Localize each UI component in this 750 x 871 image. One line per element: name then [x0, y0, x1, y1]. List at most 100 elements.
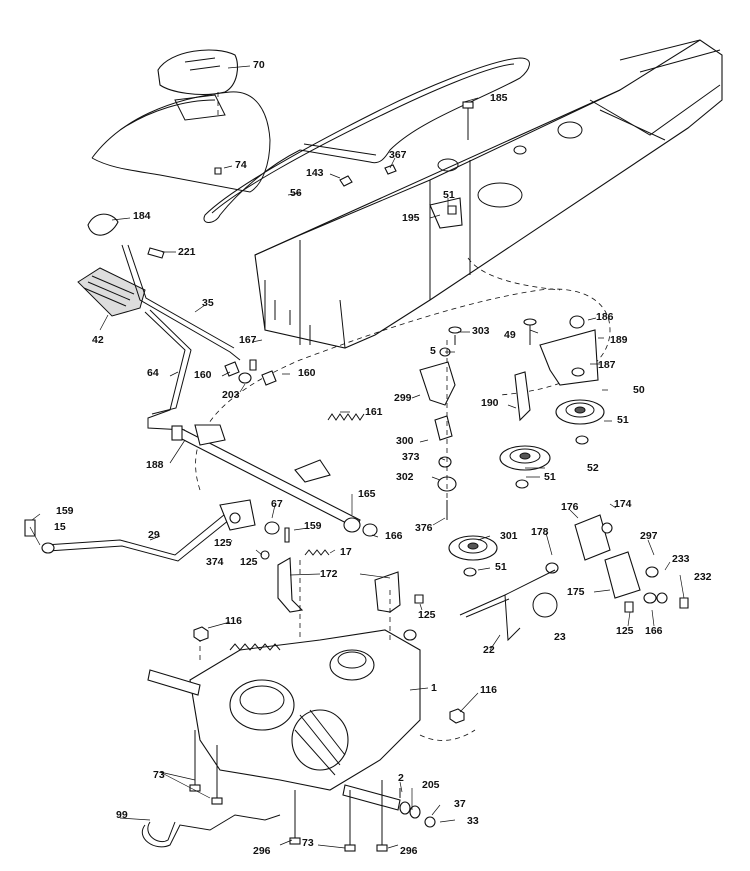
brackets-176-175 [545, 514, 689, 613]
pulley-50 [555, 399, 605, 445]
transaxle-1 [189, 629, 421, 791]
label-175: 175 [567, 586, 585, 598]
label-184: 184 [133, 210, 151, 222]
rod-99 [142, 814, 281, 848]
bracket-67 [294, 459, 331, 483]
label-167: 167 [239, 334, 257, 346]
small-parts-160 [224, 359, 277, 386]
shaft-188 [171, 424, 361, 529]
label-176: 176 [561, 501, 579, 513]
label-296b: 296 [400, 845, 418, 857]
label-29: 29 [148, 529, 160, 541]
label-23: 23 [554, 631, 566, 643]
label-174: 174 [614, 498, 632, 510]
label-299: 299 [394, 392, 412, 404]
brackets-172 [277, 557, 424, 613]
label-33: 33 [467, 815, 479, 827]
label-300: 300 [396, 435, 414, 447]
label-125a: 125 [214, 537, 232, 549]
pulley-301 [448, 535, 498, 577]
upper-bolts [214, 101, 474, 215]
label-1: 1 [431, 682, 437, 694]
plate-70 [157, 49, 239, 118]
label-232: 232 [694, 571, 712, 583]
label-301: 301 [500, 530, 518, 542]
washers [229, 512, 378, 560]
label-99: 99 [116, 809, 128, 821]
label-51c: 51 [544, 471, 556, 483]
clip-221 [147, 247, 165, 259]
washers-205-37-33 [399, 788, 436, 828]
rod-64 [144, 311, 186, 431]
label-35: 35 [202, 297, 214, 309]
label-37: 37 [454, 798, 466, 810]
pedal-42 [77, 267, 146, 317]
label-49: 49 [504, 329, 516, 341]
label-165: 165 [358, 488, 376, 500]
label-2: 2 [398, 772, 404, 784]
leader-lines [29, 65, 685, 849]
label-143: 143 [306, 167, 324, 179]
label-187: 187 [598, 359, 616, 371]
label-367: 367 [389, 149, 407, 161]
label-51b: 51 [617, 414, 629, 426]
label-160b: 160 [298, 367, 316, 379]
label-166b: 166 [645, 625, 663, 637]
label-195: 195 [402, 212, 420, 224]
label-64: 64 [147, 367, 159, 379]
label-188: 188 [146, 459, 164, 471]
label-186: 186 [596, 311, 614, 323]
label-166a: 166 [385, 530, 403, 542]
label-15: 15 [54, 521, 66, 533]
label-52: 52 [587, 462, 599, 474]
label-51d: 51 [495, 561, 507, 573]
label-185: 185 [490, 92, 508, 104]
label-221: 221 [178, 246, 196, 258]
label-50: 50 [633, 384, 645, 396]
label-125b: 125 [240, 556, 258, 568]
label-42: 42 [92, 334, 104, 346]
bracket-190 [514, 371, 531, 422]
fender-shape [91, 91, 271, 193]
label-74: 74 [235, 159, 247, 171]
label-73a: 73 [153, 769, 165, 781]
label-116a: 116 [225, 615, 242, 627]
rod-64b [149, 309, 192, 415]
label-125c: 125 [418, 609, 436, 621]
label-205: 205 [422, 779, 440, 791]
label-116b: 116 [480, 684, 497, 696]
pulley-stack [419, 326, 462, 520]
label-159b: 159 [304, 520, 322, 532]
pulley-52 [499, 445, 551, 489]
label-297: 297 [640, 530, 658, 542]
label-125d: 125 [616, 625, 634, 637]
spring-161 [327, 413, 365, 421]
label-70: 70 [253, 59, 265, 71]
spring-17 [304, 549, 330, 556]
label-73b: 73 [302, 837, 314, 849]
label-5: 5 [430, 345, 436, 357]
label-22: 22 [483, 644, 495, 656]
label-189: 189 [610, 334, 628, 346]
label-203: 203 [222, 389, 240, 401]
label-302: 302 [396, 471, 414, 483]
axles [147, 669, 401, 811]
label-178: 178 [531, 526, 549, 538]
label-374: 374 [206, 556, 224, 568]
label-17: 17 [340, 546, 352, 558]
label-159a: 159 [56, 505, 74, 517]
ring-23 [532, 592, 558, 618]
label-303: 303 [472, 325, 490, 337]
rod-35 [121, 244, 241, 361]
label-56: 56 [290, 187, 302, 199]
label-233: 233 [672, 553, 690, 565]
label-67: 67 [271, 498, 283, 510]
rod-35b [127, 244, 235, 349]
label-172: 172 [320, 568, 338, 580]
dashed-guide [195, 288, 611, 491]
rod-22 [459, 569, 556, 642]
knob-184 [87, 213, 119, 236]
label-160a: 160 [194, 369, 212, 381]
